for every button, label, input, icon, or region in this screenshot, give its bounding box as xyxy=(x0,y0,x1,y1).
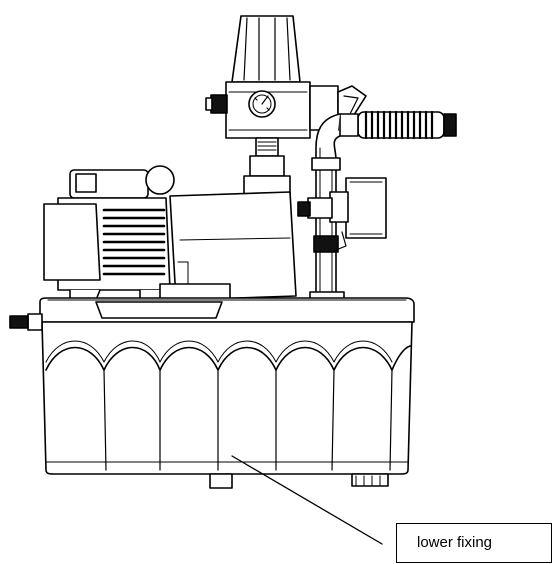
pump-outlet-connector xyxy=(243,137,291,199)
callout-label: lower fixing xyxy=(417,534,493,551)
callout-box-lower-fixing: lower fixing xyxy=(396,523,552,563)
electric-motor xyxy=(43,165,175,301)
pressure-controller xyxy=(205,15,367,139)
junction-box xyxy=(297,177,387,251)
callout-leader-line xyxy=(231,455,383,545)
pump-head xyxy=(159,191,297,301)
storage-tank xyxy=(9,297,415,489)
